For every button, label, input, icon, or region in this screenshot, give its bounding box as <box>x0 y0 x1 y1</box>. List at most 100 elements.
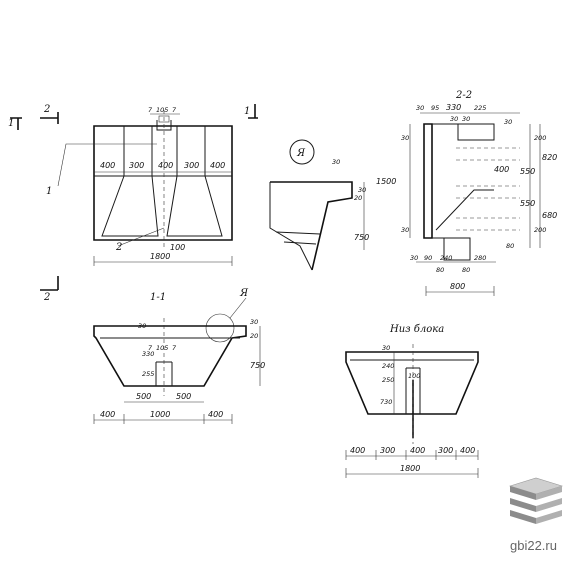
dim-bot-300b: 300 <box>438 446 453 455</box>
front-verticals <box>123 126 206 176</box>
dim-sec-30: 30 <box>138 322 146 330</box>
logo-layer-top-left <box>510 486 536 500</box>
dim-side-r200b: 200 <box>534 226 546 234</box>
bottom-outline <box>345 351 479 415</box>
side-slope <box>435 189 494 231</box>
dim-front-300b: 300 <box>184 161 199 170</box>
dim-front-400b: 400 <box>158 161 173 170</box>
dim-front-100: 100 <box>170 243 185 252</box>
dim-line-sec-bottom <box>93 414 233 424</box>
brand-logo <box>508 477 564 524</box>
dim-bot-730: 730 <box>380 398 392 406</box>
detail-view: Я 30 20 30 750 <box>269 139 369 271</box>
logo-layer-bottom-left <box>510 510 536 524</box>
dim-detail-20: 20 <box>354 194 362 202</box>
dim-side-l30a: 30 <box>401 134 409 142</box>
dim-sec-r20: 20 <box>250 332 258 340</box>
dim-line-side-total <box>425 286 495 296</box>
dim-sec-7a: 7 <box>148 344 153 352</box>
view-title-2-2: 2-2 <box>455 90 472 101</box>
front-hopper-right <box>166 175 223 237</box>
cut-marker-1-left <box>10 117 22 130</box>
dim-bot-1800: 1800 <box>400 464 420 473</box>
dim-sec-400a: 400 <box>100 410 115 419</box>
detail-label: Я <box>296 148 306 159</box>
side-bottom-lip <box>432 237 471 261</box>
dim-side-30b: 30 <box>450 115 458 123</box>
detail-profile <box>270 181 353 271</box>
leader-label-1: 1 <box>46 186 52 197</box>
dim-side-b80b: 80 <box>462 266 470 274</box>
lifting-loop-top <box>158 115 170 123</box>
side-view: 2-2 30 95 330 225 30 30 400 30 1500 30 3… <box>376 90 557 296</box>
cut-marker-2-bottom <box>40 276 59 291</box>
dim-side-b90: 90 <box>424 254 432 262</box>
cut-marker-1-right <box>248 104 258 119</box>
dim-side-b280: 280 <box>474 254 486 262</box>
dim-line-bot-widths <box>345 450 479 460</box>
dim-sec-330: 330 <box>142 350 154 358</box>
dim-side-550a: 550 <box>520 167 535 176</box>
logo-layer-bottom-right <box>536 510 562 524</box>
cut-label-1-left: 1 <box>8 118 14 129</box>
dim-side-30c: 30 <box>462 115 470 123</box>
dim-front-7a: 7 <box>148 106 153 114</box>
dim-side-b240: 240 <box>440 254 452 262</box>
dim-front-300a: 300 <box>129 161 144 170</box>
dim-side-550b: 550 <box>520 199 535 208</box>
dim-detail-30: 30 <box>332 158 340 166</box>
dim-side-800: 800 <box>450 282 465 291</box>
dim-side-400: 400 <box>494 165 509 174</box>
dim-line-bot-total <box>345 468 479 478</box>
dim-sec-255: 255 <box>142 370 154 378</box>
dim-side-l30b: 30 <box>401 226 409 234</box>
dim-side-b80a: 80 <box>436 266 444 274</box>
bottom-view: Низ блока 30 240 250 730 100 400 300 400… <box>345 324 479 478</box>
detail-hatching <box>275 231 321 245</box>
section-detail-circle <box>205 313 235 343</box>
logo-layer-mid-right <box>536 498 562 512</box>
front-outline <box>93 125 233 241</box>
side-slot-3 <box>456 217 520 231</box>
dim-side-680: 680 <box>542 211 557 220</box>
dim-front-1800: 1800 <box>150 252 170 261</box>
leader-label-2: 2 <box>115 242 122 253</box>
dim-front-7b: 7 <box>172 106 177 114</box>
dim-side-b30: 30 <box>410 254 418 262</box>
section-outline <box>93 325 247 387</box>
dim-bot-250: 250 <box>382 376 394 384</box>
dim-bot-400a: 400 <box>350 446 365 455</box>
dim-sec-1000: 1000 <box>150 410 170 419</box>
dim-sec-750: 750 <box>250 361 265 370</box>
side-slot-1 <box>456 147 520 161</box>
cut-label-2-bottom: 2 <box>43 292 50 303</box>
dim-side-225: 225 <box>474 104 486 112</box>
dim-sec-400b: 400 <box>208 410 223 419</box>
side-slot-2 <box>456 185 520 199</box>
dim-sec-500a: 500 <box>136 392 151 401</box>
dim-sec-105: 105 <box>156 344 168 352</box>
cut-marker-2-top <box>40 112 59 124</box>
front-view: 1 1 2 2 7 105 7 400 300 400 300 400 100 … <box>8 104 258 303</box>
dim-side-30a: 30 <box>416 104 424 112</box>
logo-layer-top-right <box>536 486 562 500</box>
lifting-loop <box>156 120 172 131</box>
dim-bot-30: 30 <box>382 344 390 352</box>
logo-layer-mid-left <box>510 498 536 512</box>
brand-text[interactable]: gbi22.ru <box>510 538 557 553</box>
dim-detail-750: 750 <box>354 233 369 242</box>
dim-bot-400c: 400 <box>460 446 475 455</box>
dim-bot-300a: 300 <box>380 446 395 455</box>
dim-bot-100: 100 <box>408 372 420 380</box>
detail-circle <box>289 139 315 165</box>
dim-side-820: 820 <box>542 153 557 162</box>
dim-bot-240: 240 <box>382 362 394 370</box>
view-title-1-1: 1-1 <box>150 292 166 303</box>
front-hopper-left <box>101 175 159 237</box>
side-top-flange <box>432 123 495 141</box>
dim-bot-400b: 400 <box>410 446 425 455</box>
section-1-1: 1-1 Я 30 330 255 7 105 7 30 20 750 500 5… <box>93 288 265 424</box>
dim-side-330: 330 <box>446 103 461 112</box>
dim-side-r200a: 200 <box>534 134 546 142</box>
